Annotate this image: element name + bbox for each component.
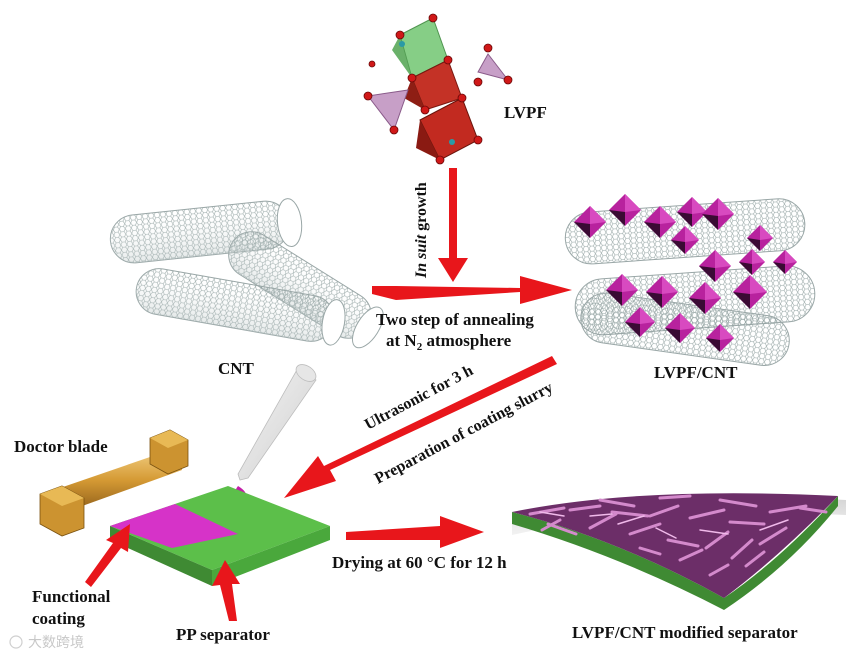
drying-arrow bbox=[346, 516, 484, 548]
functional-coating-pointer-arrow bbox=[85, 524, 130, 587]
pp-separator-film-icon bbox=[110, 486, 330, 586]
pp-separator-label: PP separator bbox=[176, 625, 270, 644]
in-situ-italic: In suit bbox=[413, 234, 430, 279]
cnt-bundle-icon bbox=[109, 198, 384, 349]
cnt-label: CNT bbox=[218, 359, 255, 378]
modified-separator-icon bbox=[512, 493, 846, 610]
in-situ-growth-label: In suit growth bbox=[413, 182, 430, 279]
modified-separator-label: LVPF/CNT modified separator bbox=[572, 623, 798, 642]
lvpf-cnt-label: LVPF/CNT bbox=[654, 363, 738, 382]
lvpf-label: LVPF bbox=[504, 103, 547, 122]
slurry-arrow bbox=[284, 356, 557, 498]
annealing-label-line2: at N2 atmosphere bbox=[386, 331, 512, 353]
doctor-blade-label: Doctor blade bbox=[14, 437, 108, 456]
pp-separator-pointer-arrow bbox=[212, 560, 240, 621]
watermark-text: 大数跨境 bbox=[28, 635, 84, 651]
in-situ-rest: growth bbox=[413, 182, 430, 235]
annealing-arrow bbox=[372, 276, 572, 304]
doctor-blade-icon bbox=[39, 429, 189, 537]
watermark-logo: 大数跨境 bbox=[9, 635, 84, 651]
functional-coating-label-line1: Functional bbox=[32, 587, 111, 606]
lvpf-cnt-composite-icon bbox=[564, 194, 816, 366]
annealing-at-n: at N bbox=[386, 331, 417, 350]
annealing-atmosphere: atmosphere bbox=[422, 331, 511, 350]
annealing-label-line1: Two step of annealing bbox=[376, 310, 534, 329]
growth-arrow bbox=[438, 168, 468, 282]
drying-label: Drying at 60 °C for 12 h bbox=[332, 553, 507, 572]
functional-coating-layer bbox=[110, 504, 238, 548]
lvpf-crystal-icon bbox=[363, 13, 513, 165]
functional-coating-label-line2: coating bbox=[32, 609, 85, 628]
annealing-subscript: 2 bbox=[417, 341, 423, 353]
